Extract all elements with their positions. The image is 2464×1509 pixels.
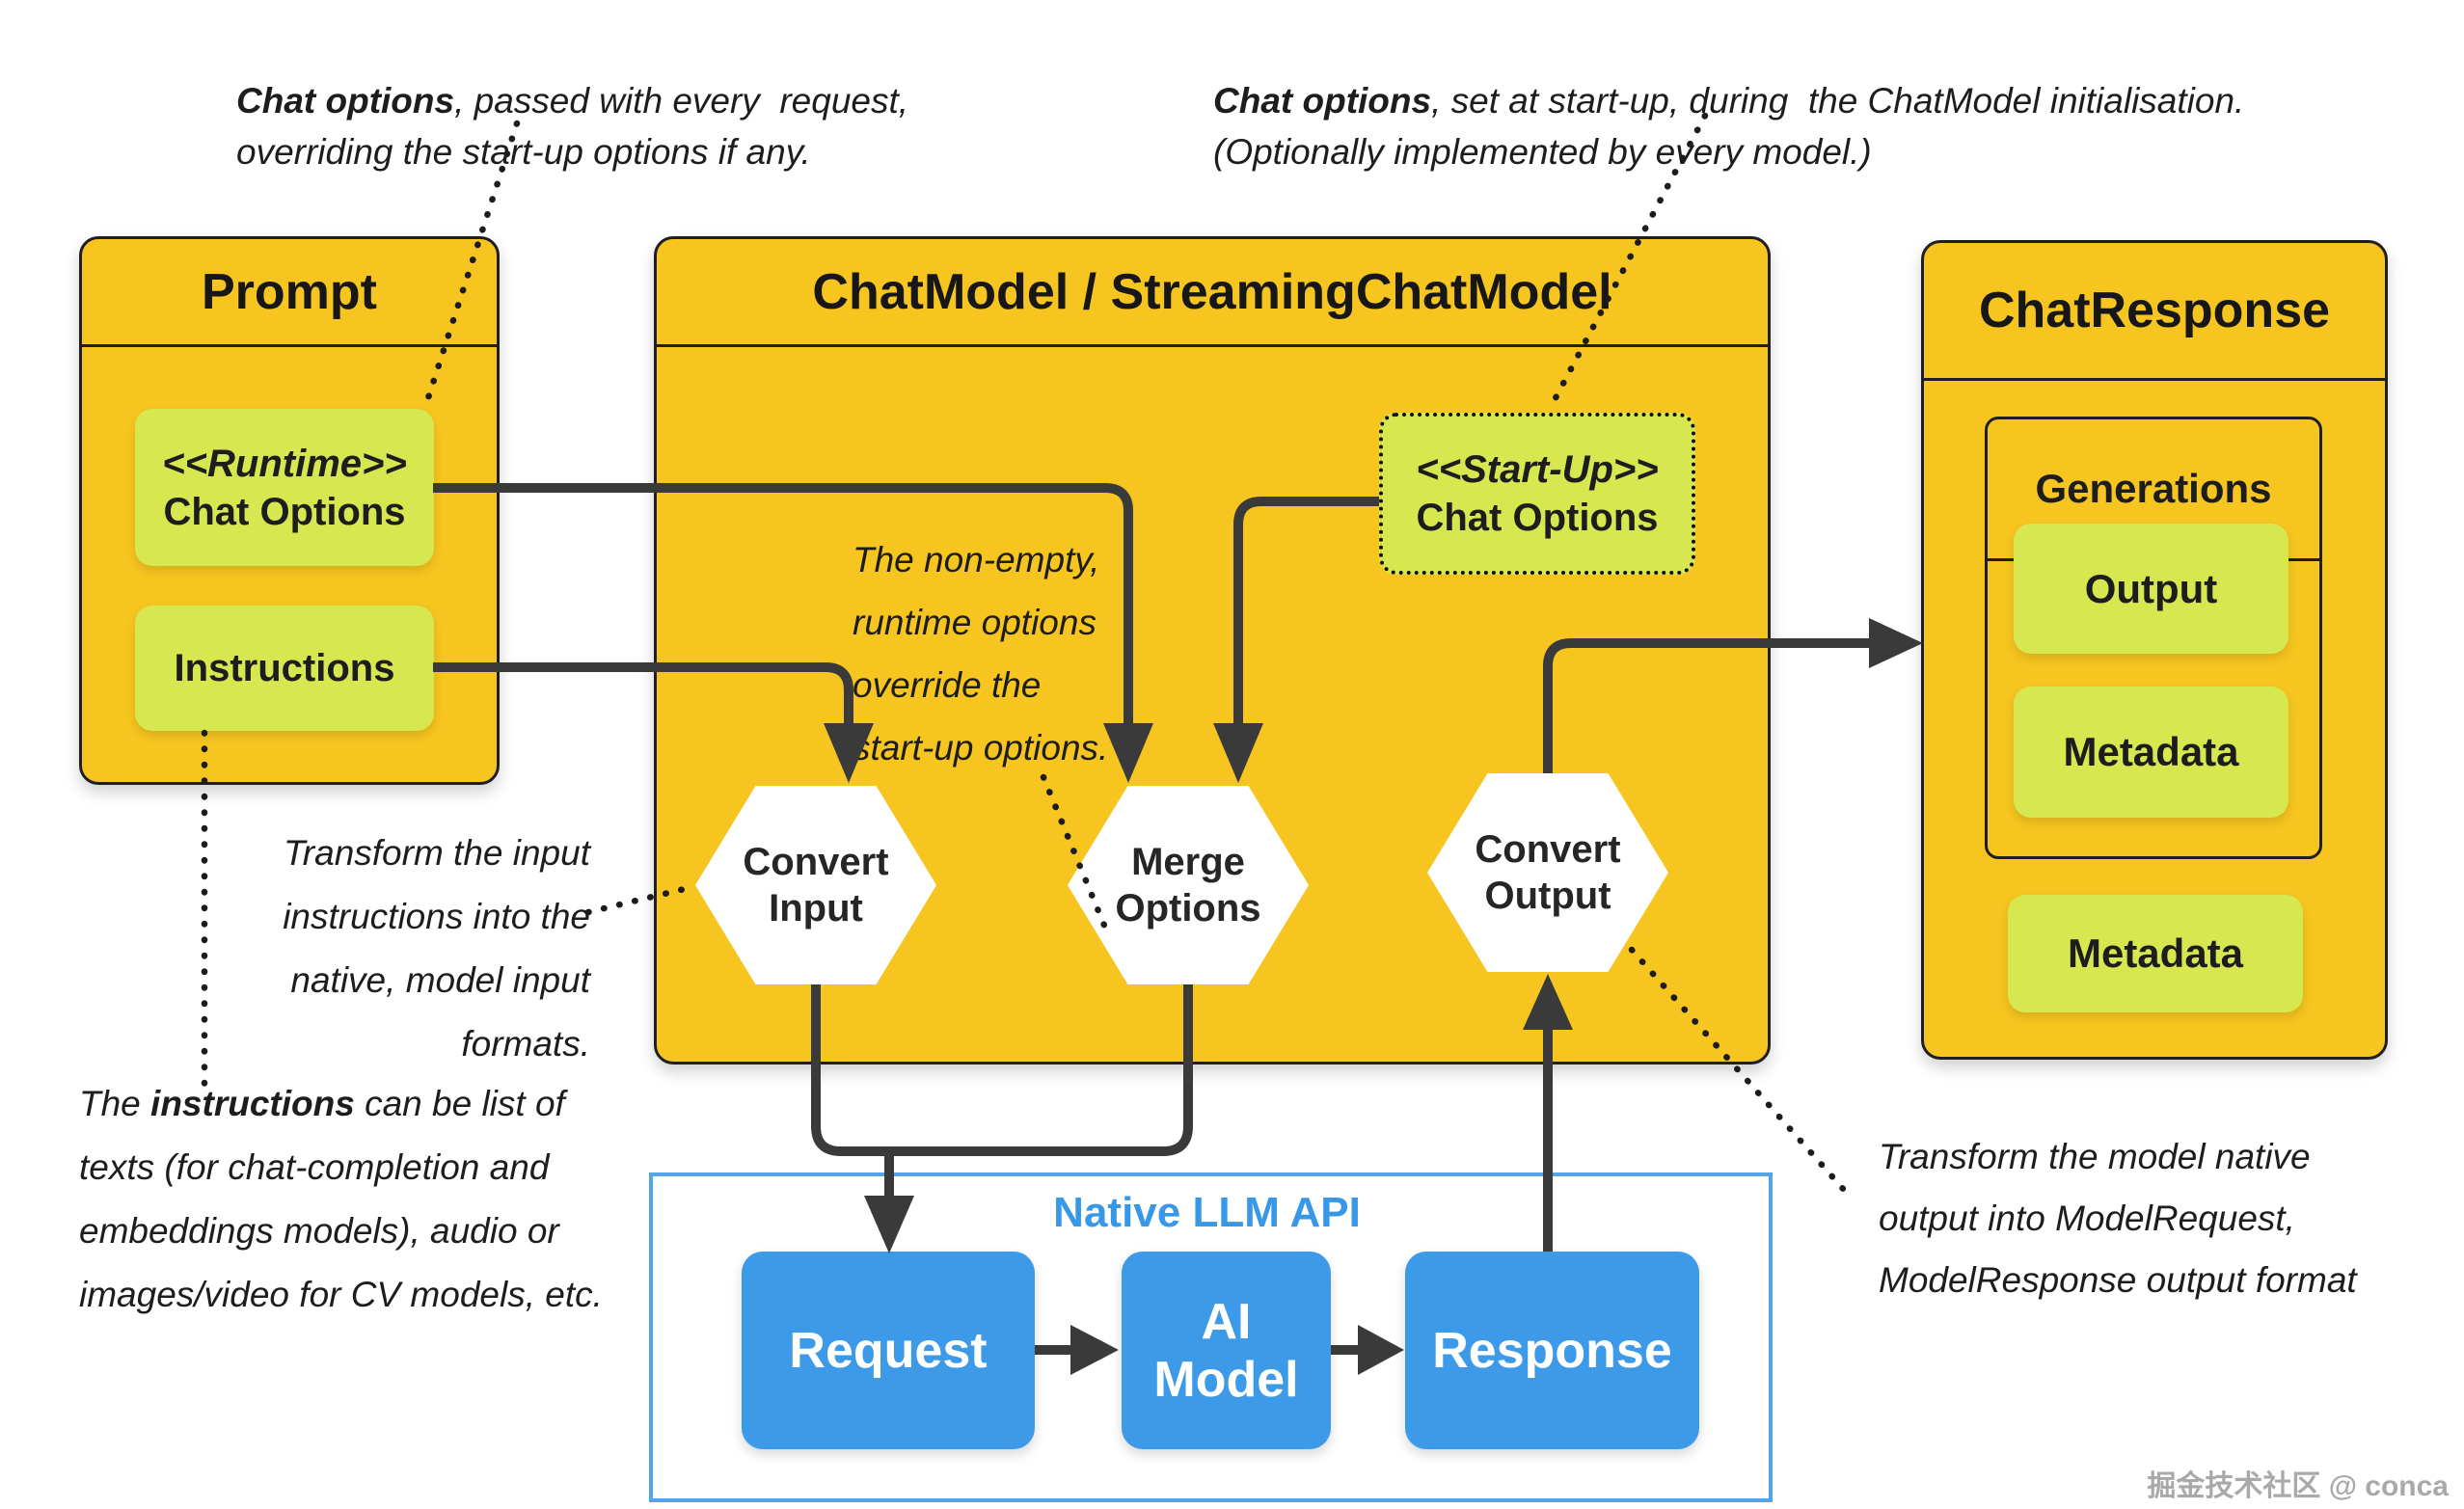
convert-input-label-line1: Convert	[743, 841, 889, 883]
ai-model-box: AI Model	[1122, 1252, 1331, 1449]
startup-chat-options-box: <<Start-Up>> Chat Options	[1379, 413, 1695, 575]
generation-metadata-label: Metadata	[2063, 729, 2239, 774]
merge-options-label-line1: Merge	[1131, 841, 1245, 883]
generations-box: Generations	[1985, 417, 2322, 859]
startup-stereotype: <<Start-Up>>	[1416, 448, 1659, 491]
chatmodel-title: ChatModel / StreamingChatModel	[657, 239, 1768, 347]
runtime-chat-options-box: <<Runtime>> Chat Options	[135, 409, 434, 566]
output-label: Output	[2084, 565, 2218, 611]
request-label: Request	[789, 1322, 988, 1379]
annotation-startup-options: Chat options, set at start-up, during th…	[1213, 81, 2245, 172]
response-metadata-box: Metadata	[2008, 895, 2303, 1012]
startup-chat-options-label: Chat Options	[1416, 497, 1659, 539]
annotation-instructions-note: The instructions can be list of texts (f…	[79, 1084, 603, 1314]
response-box: Response	[1405, 1252, 1699, 1449]
response-metadata-label: Metadata	[2067, 930, 2244, 976]
runtime-chat-options-label: Chat Options	[163, 490, 406, 533]
output-box: Output	[2014, 524, 2288, 654]
instructions-box: Instructions	[135, 606, 434, 731]
request-box: Request	[742, 1252, 1035, 1449]
watermark: 掘金技术社区 @ conca	[2147, 1470, 2449, 1502]
convert-output-label-line2: Output	[1484, 875, 1611, 917]
native-llm-api-title: Native LLM API	[1053, 1189, 1361, 1236]
annotation-non-empty-options: The non-empty, runtime options override …	[853, 540, 1109, 768]
annotation-runtime-options: Chat options, passed with every request,…	[236, 81, 909, 172]
ai-model-label-line1: AI	[1201, 1293, 1252, 1350]
merge-options-label-line2: Options	[1115, 887, 1261, 930]
convert-input-label-line2: Input	[769, 887, 863, 930]
chatresponse-title: ChatResponse	[1924, 243, 2385, 381]
annotation-transform-output: Transform the model native output into M…	[1879, 1137, 2357, 1300]
convert-output-label-line1: Convert	[1475, 828, 1621, 871]
annotation-transform-input: Transform the input instructions into th…	[283, 833, 590, 1064]
runtime-stereotype: <<Runtime>>	[162, 442, 407, 485]
generation-metadata-box: Metadata	[2014, 687, 2288, 818]
prompt-title: Prompt	[82, 239, 497, 347]
response-label: Response	[1432, 1322, 1672, 1379]
instructions-label: Instructions	[174, 647, 395, 689]
arrowhead-into-chatresponse	[1869, 618, 1923, 668]
ai-model-label-line2: Model	[1153, 1351, 1299, 1408]
convert-input-hexagon: Convert Input	[695, 786, 936, 984]
